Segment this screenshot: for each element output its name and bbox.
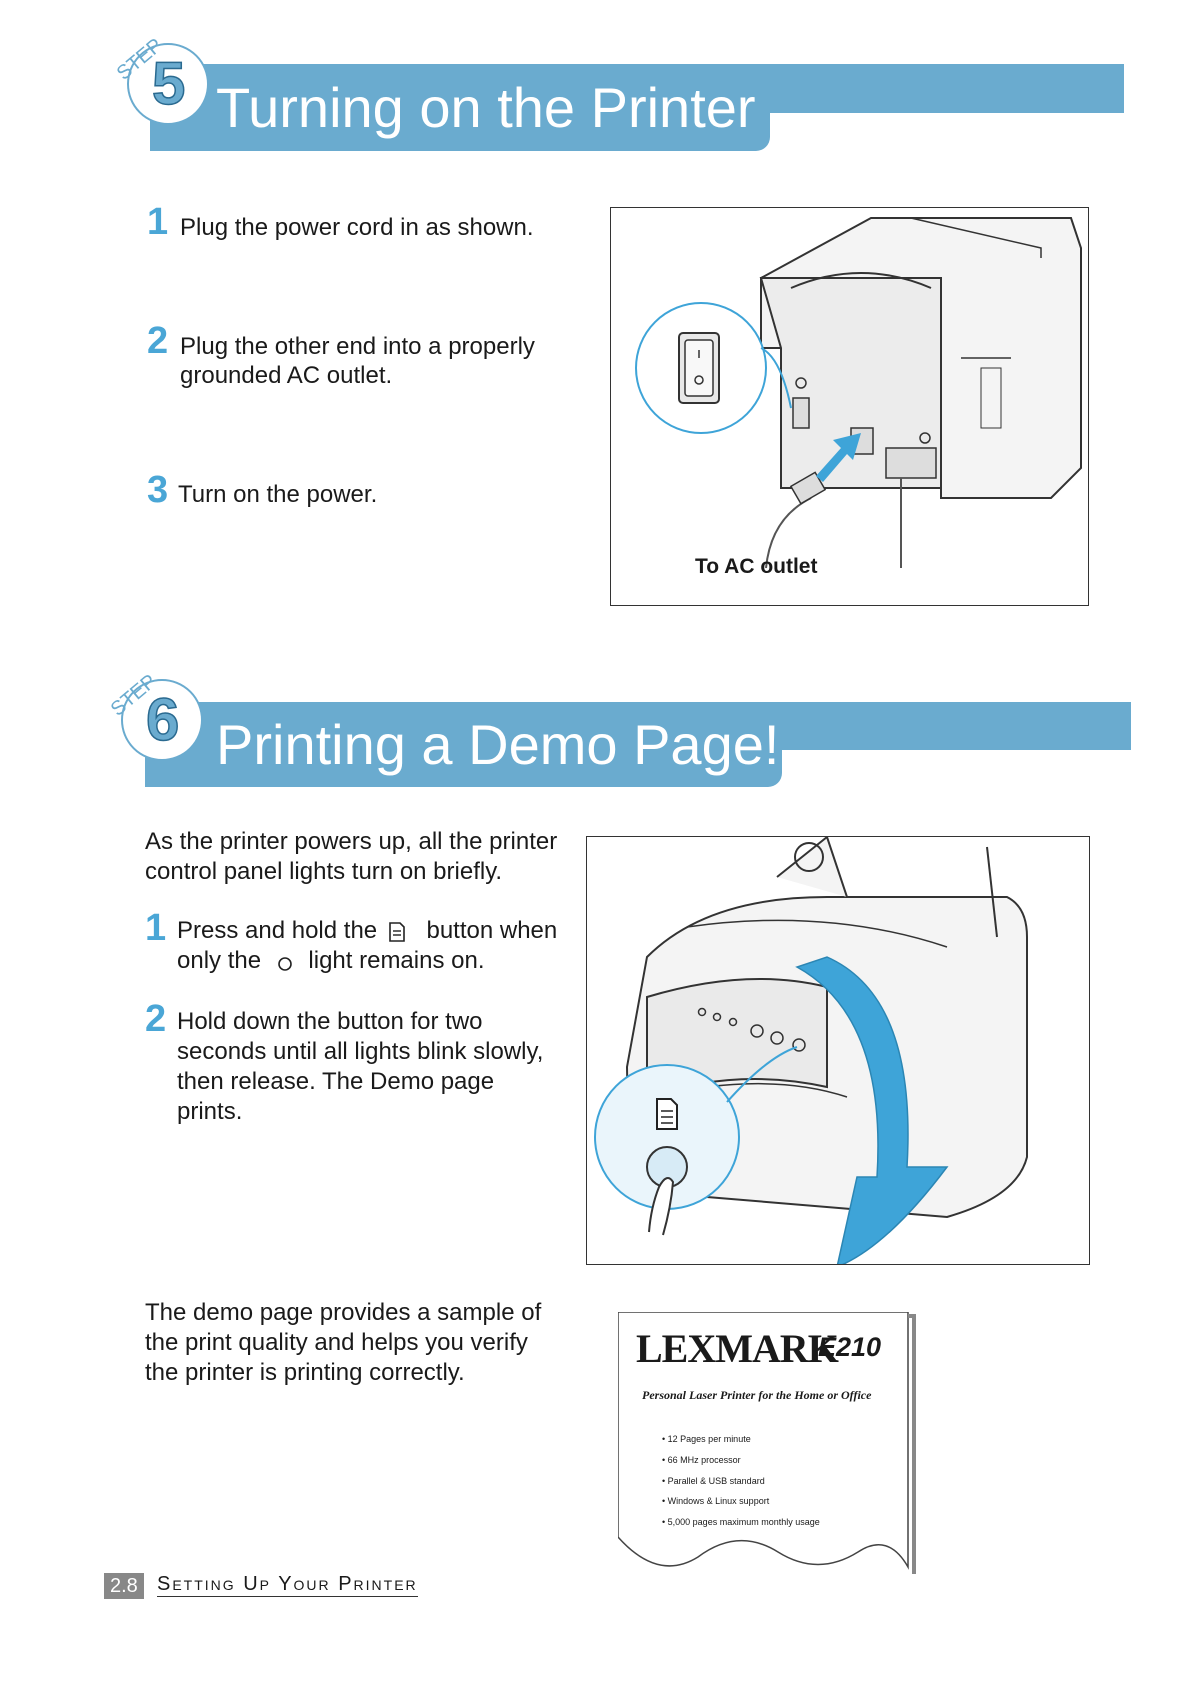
demo-feature-1: • 12 Pages per minute: [662, 1434, 751, 1444]
printer-front-illustration: [594, 837, 1028, 1264]
step6-item2-line3: then release. The Demo page: [177, 1068, 495, 1095]
demo-model: E210: [818, 1332, 882, 1362]
control-panel-figure: [586, 836, 1090, 1265]
step6-intro-line2: control panel lights turn on briefly.: [145, 858, 503, 885]
step5-item2-line2: grounded AC outlet.: [180, 362, 393, 389]
step6-outro-line1: The demo page provides a sample of: [145, 1299, 542, 1326]
printer-rear-illustration: [635, 217, 1082, 569]
step5-banner-tab: [150, 64, 770, 151]
step6-intro-line1: As the printer powers up, all the printe…: [145, 828, 558, 855]
step6-outro-line2: the print quality and helps you verify: [145, 1329, 528, 1356]
arrow-icon: [795, 956, 949, 1264]
demo-feature-5: • 5,000 pages maximum monthly usage: [662, 1517, 820, 1527]
step6-item1-part3: only the: [177, 947, 262, 974]
demo-brand: LEXMARK: [636, 1326, 839, 1371]
step6-banner-tab: [145, 702, 782, 787]
power-cord-figure: [610, 207, 1089, 606]
step6-item2-line1: Hold down the button for two: [177, 1008, 483, 1035]
demo-page-sample: LEXMARK E210 Personal Laser Printer for …: [618, 1312, 916, 1574]
step6-banner-band: [780, 702, 1131, 750]
step5-item1-text: Plug the power cord in as shown.: [180, 214, 534, 241]
demo-feature-2: • 66 MHz processor: [662, 1455, 741, 1465]
step6-item2-line4: prints.: [177, 1098, 243, 1125]
step6-item2-line2: seconds until all lights blink slowly,: [177, 1038, 544, 1065]
footer-section-title: Setting Up Your Printer: [157, 1573, 418, 1597]
power-light-icon: [277, 956, 292, 971]
step5-title: Turning on the Printer: [216, 76, 756, 139]
step5-item3-number: 3: [147, 469, 169, 511]
step6-item1-line1: Press and hold the button when: [177, 916, 557, 946]
demo-page-outline: [618, 1312, 916, 1574]
finger-icon: [648, 1177, 675, 1236]
page-button-icon: [389, 921, 405, 942]
step6-item2-number: 2: [145, 998, 167, 1040]
step5-banner-band: [715, 64, 1124, 113]
demo-tagline: Personal Laser Printer for the Home or O…: [642, 1388, 872, 1402]
step6-item1-part4: light remains on.: [308, 947, 485, 974]
demo-feature-4: • Windows & Linux support: [662, 1496, 770, 1506]
step5-badge-number: 5: [152, 50, 185, 117]
step5-item2-line1: Plug the other end into a properly: [180, 333, 535, 360]
step6-badge: STEP 6: [107, 670, 203, 761]
step5-item2-number: 2: [147, 320, 169, 362]
step6-item1-part2: button when: [426, 917, 558, 944]
step6-item1-part1: Press and hold the: [177, 917, 378, 944]
step5-badge: STEP 5: [113, 34, 209, 125]
demo-feature-3: • Parallel & USB standard: [662, 1476, 765, 1486]
ac-outlet-caption: To AC outlet: [695, 555, 818, 578]
page-button-callout-icon: [656, 1098, 678, 1130]
arrow-icon: [816, 433, 861, 482]
step6-item1-number: 1: [145, 907, 167, 949]
step6-badge-number: 6: [146, 686, 179, 753]
step5-item3-text: Turn on the power.: [178, 481, 378, 508]
footer-page-number: 2.8: [104, 1573, 144, 1599]
step6-item1-line2: only the light remains on.: [177, 946, 485, 976]
step5-item1-number: 1: [147, 201, 169, 243]
step6-outro-line3: the printer is printing correctly.: [145, 1359, 465, 1386]
step6-title: Printing a Demo Page!: [216, 713, 780, 776]
